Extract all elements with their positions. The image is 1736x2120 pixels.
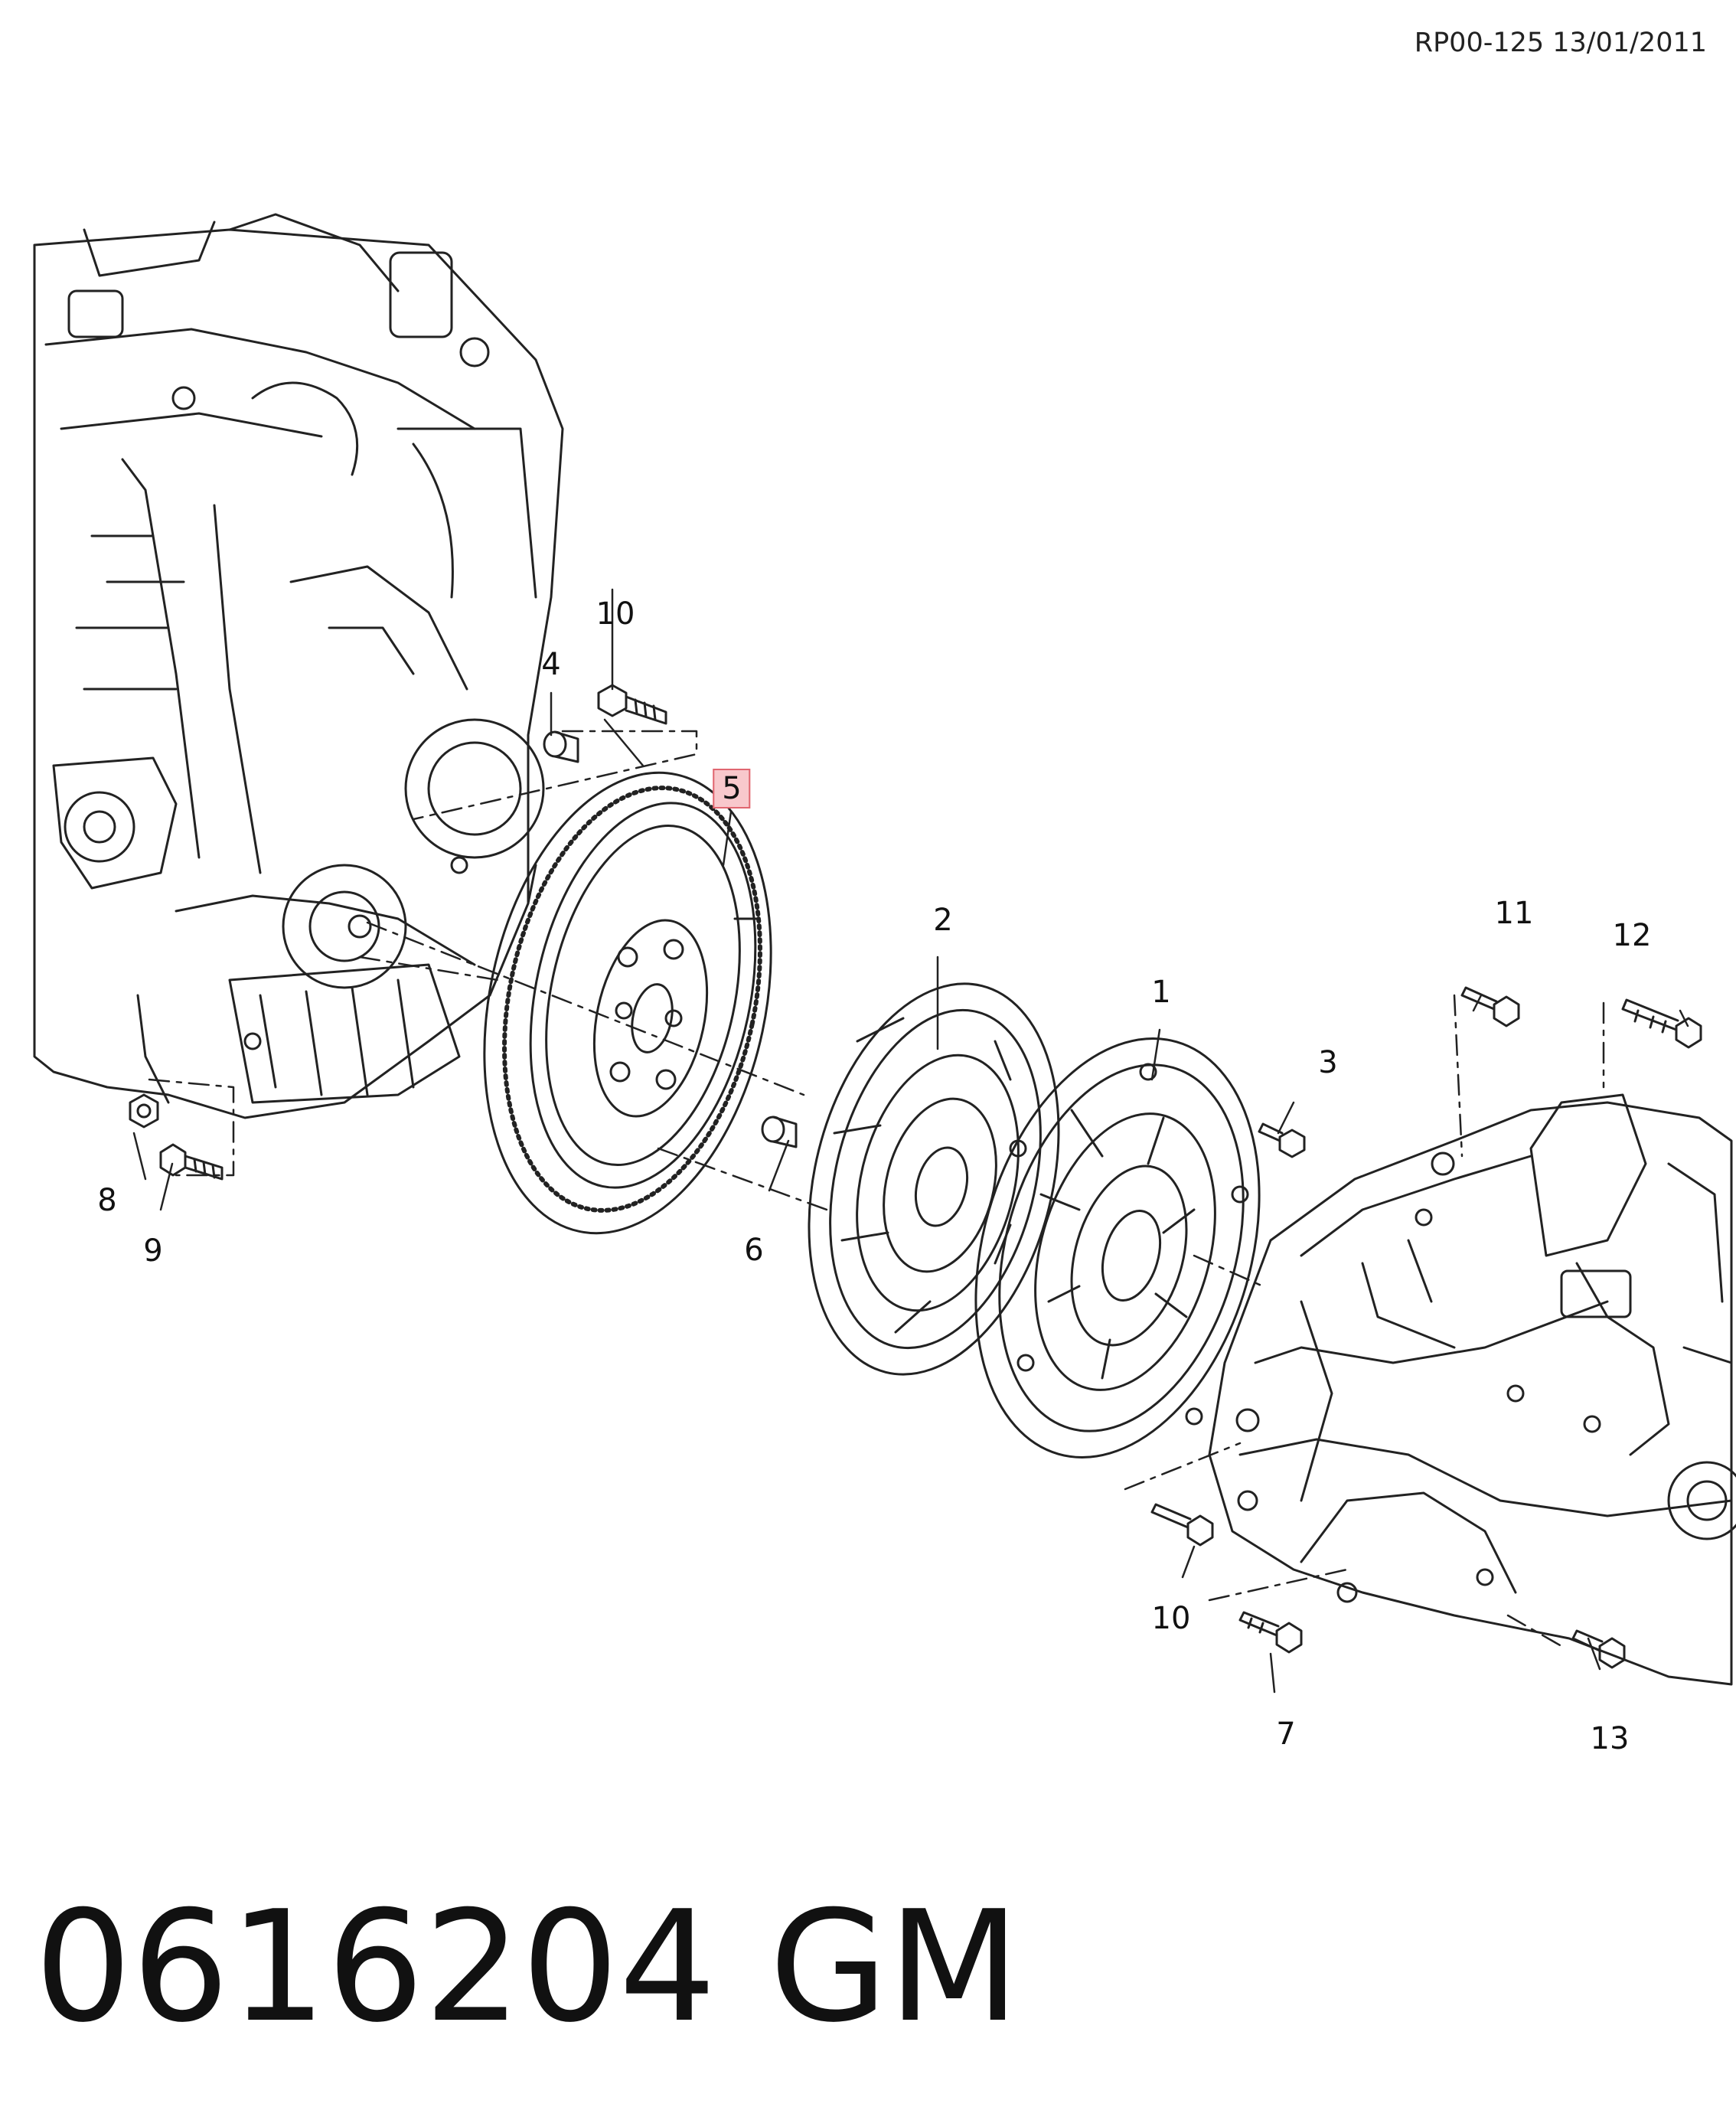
engine-block (33, 213, 564, 1119)
callout-13: 13 (1590, 1721, 1630, 1756)
callout-8: 8 (97, 1183, 117, 1218)
callout-5: 5 (713, 769, 751, 808)
bolt-9 (159, 1143, 224, 1181)
bolt-10-bottom (1150, 1503, 1214, 1547)
nut-8 (129, 1093, 159, 1129)
part-number: 0616204 (34, 1878, 716, 2056)
bolt-3 (1258, 1122, 1306, 1158)
callout-6: 6 (744, 1233, 764, 1268)
bolt-6 (761, 1116, 798, 1148)
callout-4: 4 (541, 647, 561, 682)
callout-12: 12 (1612, 918, 1652, 953)
callout-9: 9 (143, 1233, 163, 1269)
bolt-13 (1571, 1629, 1626, 1669)
callout-2: 2 (933, 903, 953, 938)
dowel-pin (543, 730, 579, 763)
brand-label: GM (769, 1878, 1020, 2056)
callout-7: 7 (1276, 1717, 1296, 1752)
gearbox-housing (1208, 1093, 1736, 1686)
bolt-12 (1621, 998, 1702, 1049)
callout-10-top: 10 (596, 596, 635, 632)
clutch-disc (808, 982, 1060, 1376)
callout-10-bottom: 10 (1151, 1601, 1191, 1636)
flywheel (483, 771, 772, 1235)
bolt-7 (1238, 1611, 1303, 1654)
pressure-plate (974, 1037, 1261, 1459)
callout-3: 3 (1318, 1045, 1338, 1080)
callout-1: 1 (1151, 975, 1171, 1010)
document-reference: RP00-125 13/01/2011 (1414, 28, 1707, 58)
callout-11: 11 (1494, 896, 1534, 931)
bolt-10-top (597, 684, 667, 725)
bolt-11 (1460, 986, 1520, 1027)
